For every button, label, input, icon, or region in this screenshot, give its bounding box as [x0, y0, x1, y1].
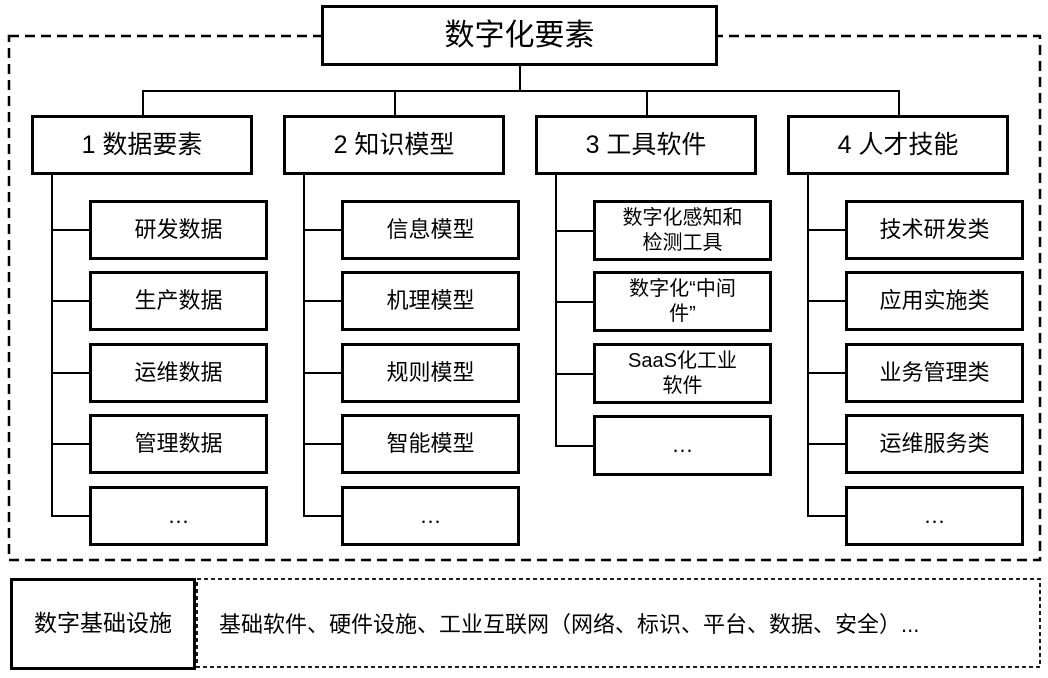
leaf-arm-line [555, 444, 593, 447]
leaf-arm-line [807, 300, 845, 302]
leaf-arm-line [303, 372, 341, 374]
branch-header-3: 3 工具软件 [535, 115, 757, 175]
leaf-arm-line [555, 372, 593, 375]
leaf-arm-line [807, 229, 845, 231]
leaf-arm-line [51, 515, 89, 517]
leaf-arm-line [555, 229, 593, 232]
root-stem-line [519, 66, 521, 92]
leaf-node-2-5: … [341, 486, 520, 546]
leaf-node-4-5: … [845, 486, 1024, 546]
branch-drop-line-3 [646, 90, 648, 115]
branch-trunk-line-1 [51, 175, 53, 517]
leaf-node-4-2: 应用实施类 [845, 271, 1024, 331]
branch-trunk-line-4 [807, 175, 809, 517]
leaf-node-2-1: 信息模型 [341, 200, 520, 260]
leaf-node-3-4: … [593, 415, 772, 476]
leaf-arm-line [303, 229, 341, 231]
leaf-node-3-3: SaaS化工业 软件 [593, 343, 772, 404]
leaf-node-1-5: … [89, 486, 268, 546]
leaf-node-1-4: 管理数据 [89, 414, 268, 474]
leaf-node-2-4: 智能模型 [341, 414, 520, 474]
branch-trunk-line-3 [555, 175, 557, 447]
branch-header-1: 1 数据要素 [31, 115, 253, 175]
leaf-node-2-3: 规则模型 [341, 343, 520, 403]
leaf-node-4-1: 技术研发类 [845, 200, 1024, 260]
branch-header-2: 2 知识模型 [283, 115, 505, 175]
leaf-arm-line [303, 300, 341, 302]
leaf-arm-line [51, 300, 89, 302]
leaf-node-1-2: 生产数据 [89, 271, 268, 331]
leaf-node-2-2: 机理模型 [341, 271, 520, 331]
leaf-node-4-3: 业务管理类 [845, 343, 1024, 403]
leaf-arm-line [51, 372, 89, 374]
infrastructure-content-text: 基础软件、硬件设施、工业互联网（网络、标识、平台、数据、安全）... [219, 612, 920, 637]
leaf-node-3-2: 数字化“中间 件” [593, 271, 772, 332]
leaf-arm-line [303, 443, 341, 445]
leaf-arm-line [303, 515, 341, 517]
branch-header-4: 4 人才技能 [787, 115, 1009, 175]
top-rail-line [142, 90, 900, 92]
leaf-arm-line [807, 443, 845, 445]
leaf-arm-line [51, 443, 89, 445]
infrastructure-label-box: 数字基础设施 [10, 578, 196, 670]
leaf-arm-line [51, 229, 89, 231]
branch-drop-line-2 [394, 90, 396, 115]
leaf-arm-line [807, 372, 845, 374]
root-node: 数字化要素 [321, 5, 718, 66]
leaf-node-3-1: 数字化感知和 检测工具 [593, 200, 772, 261]
leaf-node-1-3: 运维数据 [89, 343, 268, 403]
branch-trunk-line-2 [303, 175, 305, 517]
leaf-arm-line [807, 515, 845, 517]
leaf-arm-line [555, 300, 593, 303]
branch-drop-line-1 [142, 90, 144, 115]
branch-drop-line-4 [898, 90, 900, 115]
leaf-node-4-4: 运维服务类 [845, 414, 1024, 474]
leaf-node-1-1: 研发数据 [89, 200, 268, 260]
infrastructure-content-border [196, 578, 1041, 668]
infrastructure-content-box: 基础软件、硬件设施、工业互联网（网络、标识、平台、数据、安全）... [219, 579, 919, 667]
